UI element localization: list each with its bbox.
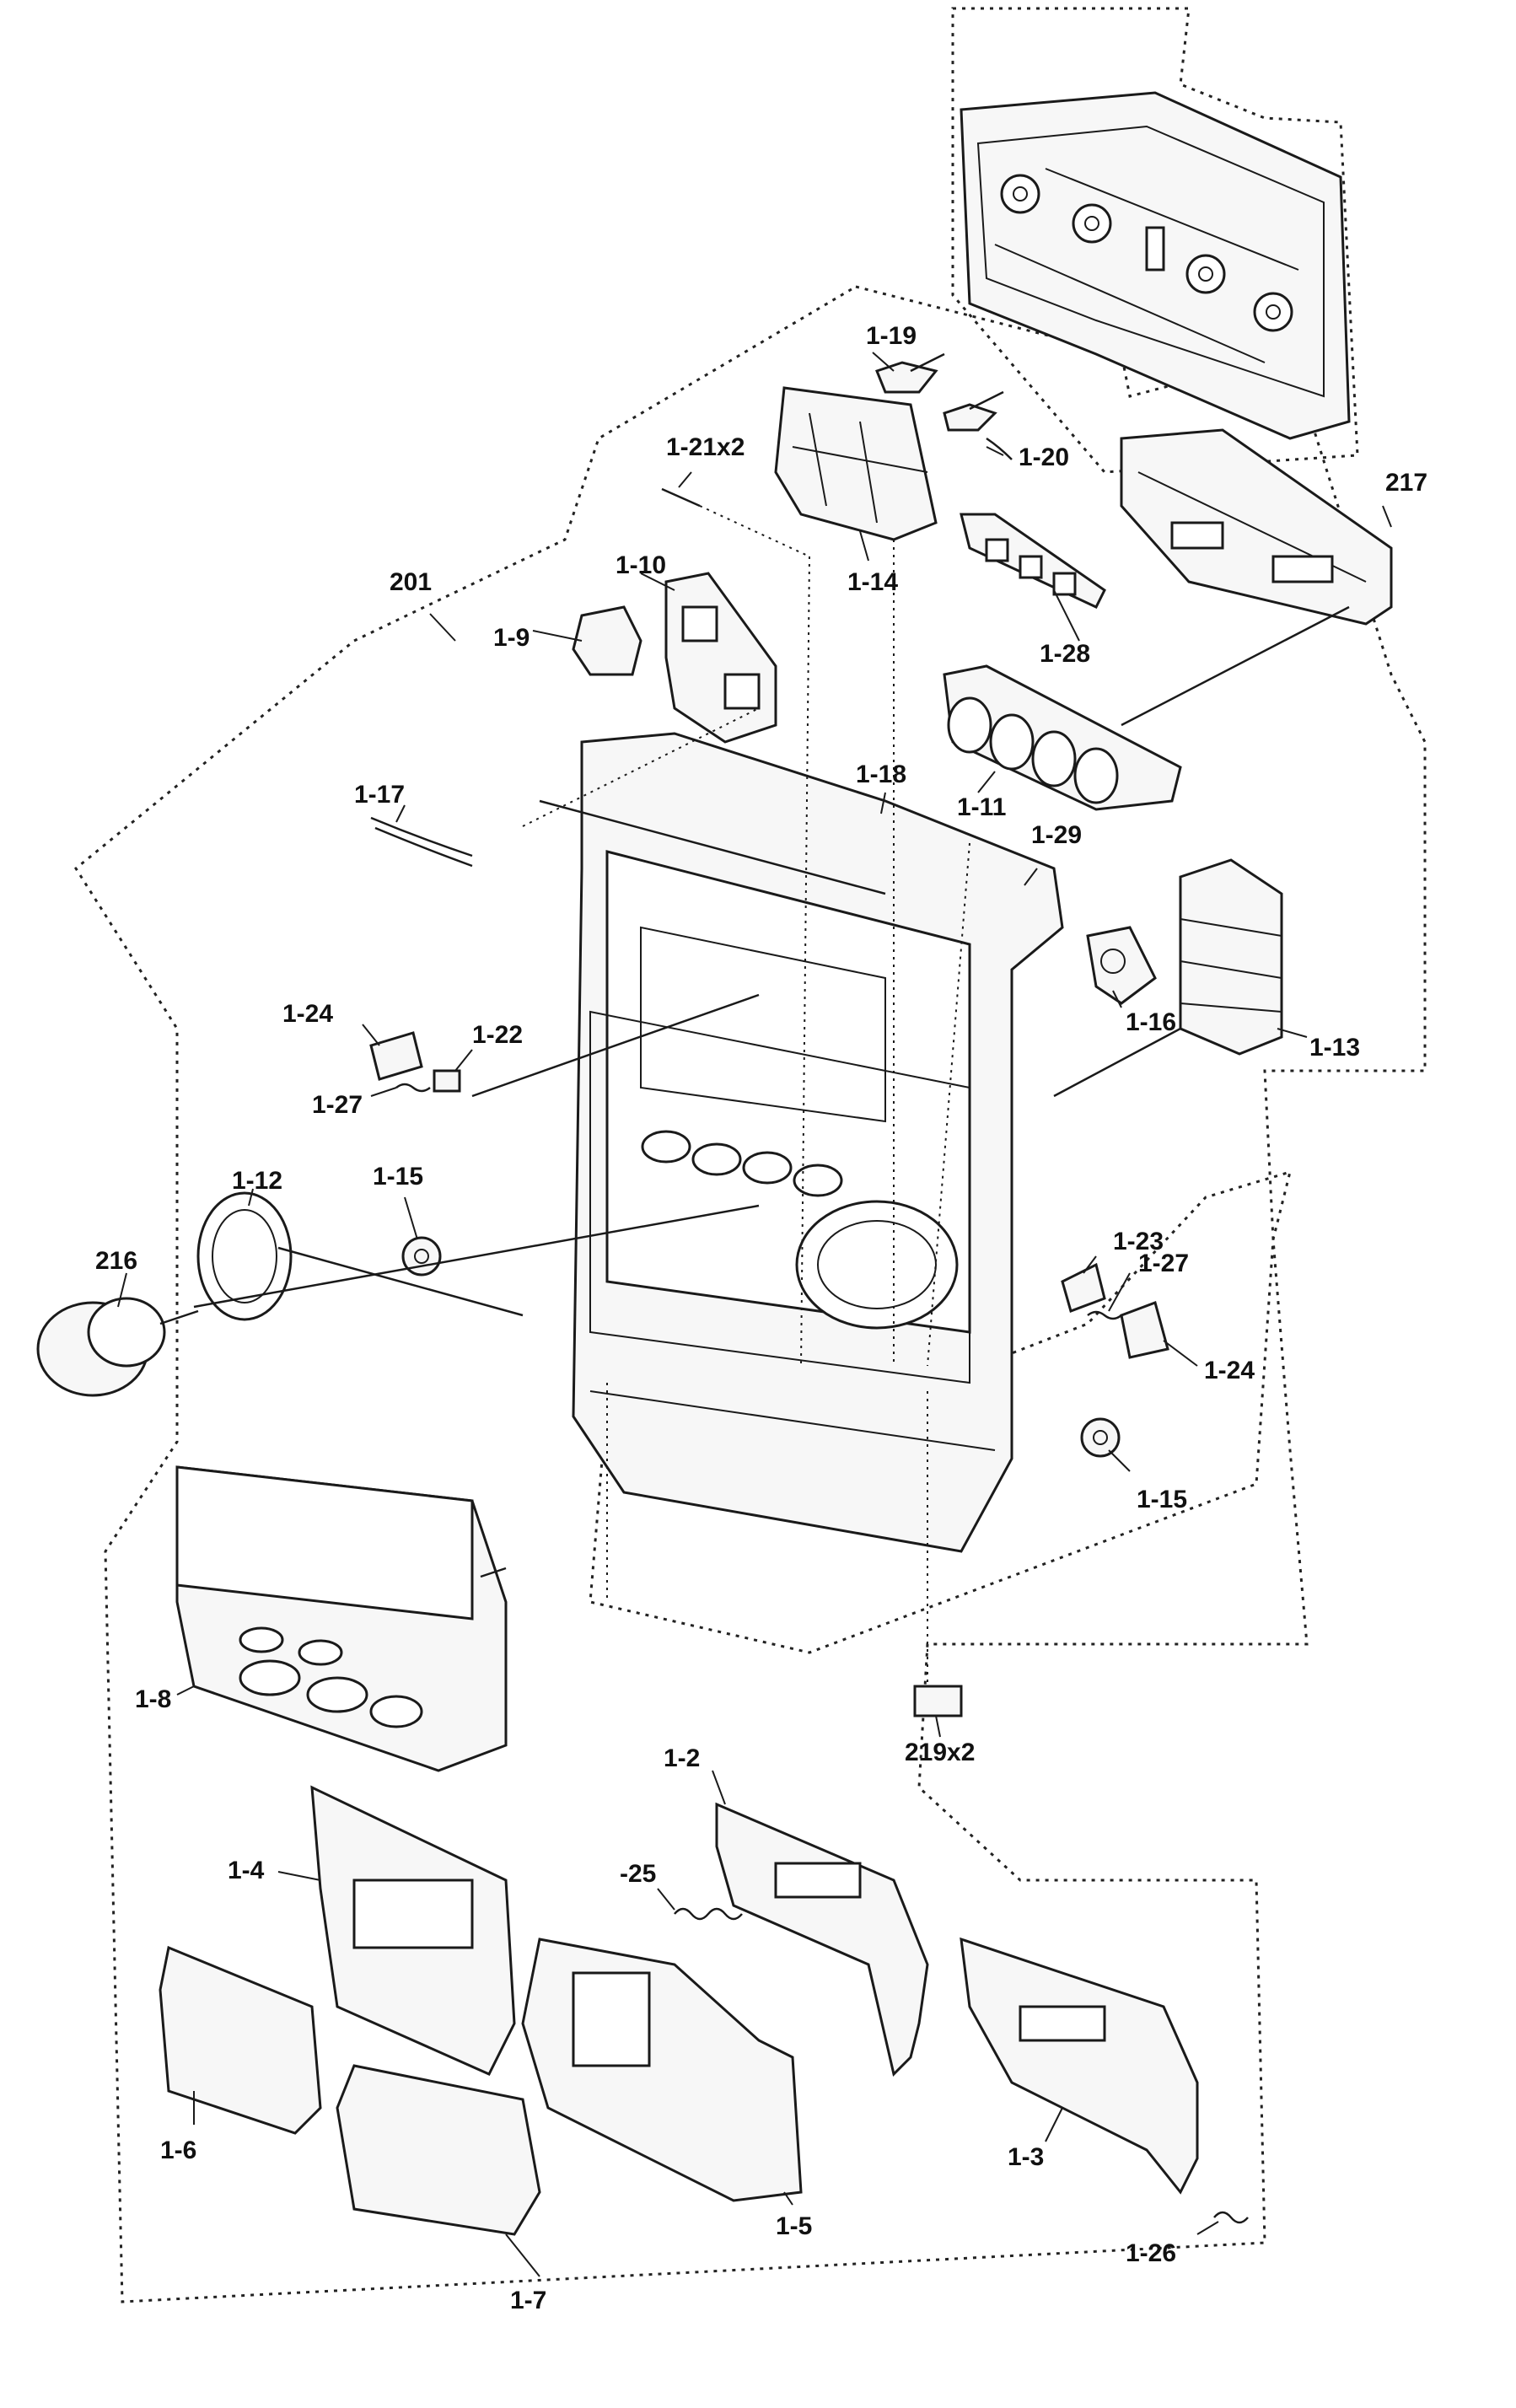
part-1-7 xyxy=(336,2064,541,2236)
label-1-29: 1-29 xyxy=(1031,821,1082,849)
part-1-22 xyxy=(433,1069,461,1093)
label-1-13: 1-13 xyxy=(1309,1034,1360,1062)
label-1-26: 1-26 xyxy=(1126,2239,1176,2267)
label-1-24-left: 1-24 xyxy=(282,1000,333,1028)
cassette-mechanism xyxy=(960,91,1351,440)
label-1-19: 1-19 xyxy=(866,322,917,350)
part-1-15-right xyxy=(1080,1417,1121,1458)
part-1-27-left xyxy=(395,1083,431,1093)
label-1-3: 1-3 xyxy=(1008,2143,1044,2171)
part-1-21 xyxy=(661,487,701,508)
label-1-22: 1-22 xyxy=(472,1021,523,1049)
label-1-27-left: 1-27 xyxy=(312,1091,363,1119)
label-1-28: 1-28 xyxy=(1040,640,1090,668)
part-217 xyxy=(1120,428,1393,626)
label-1-17: 1-17 xyxy=(354,781,405,809)
part-1-24-right xyxy=(1120,1301,1169,1359)
part-1-3 xyxy=(960,1937,1199,2195)
label-1-7: 1-7 xyxy=(510,2287,546,2314)
part-216-knob xyxy=(36,1297,199,1397)
label-1-10: 1-10 xyxy=(616,551,666,579)
label-1-21x2: 1-21x2 xyxy=(666,433,745,461)
part-1-26-spring xyxy=(1213,2211,1249,2224)
part-1-14 xyxy=(774,386,938,541)
part-1-28 xyxy=(960,513,1106,609)
assembly-201-boundary xyxy=(74,285,1427,2303)
label-1-4: 1-4 xyxy=(228,1857,265,1884)
label-1-18: 1-18 xyxy=(856,761,906,788)
label-217: 217 xyxy=(1385,469,1427,497)
part-1-23 xyxy=(1061,1262,1106,1313)
part-1-27-right xyxy=(1087,1310,1122,1320)
label-1-9: 1-9 xyxy=(493,624,530,652)
label-1-14: 1-14 xyxy=(847,568,898,596)
part-1-9 xyxy=(572,605,642,676)
label-1-24-right: 1-24 xyxy=(1204,1357,1255,1384)
part-1-19 xyxy=(875,352,945,394)
cabinet-subassembly-boundary xyxy=(589,1169,1293,1654)
label-1-8: 1-8 xyxy=(135,1685,171,1713)
label-219x2: 219x2 xyxy=(905,1739,975,1766)
label-1-2: 1-2 xyxy=(664,1744,700,1772)
part-1-4 xyxy=(310,1785,516,2076)
label-1-27-right: 1-27 xyxy=(1138,1250,1189,1277)
part-1-13 xyxy=(1179,858,1283,1056)
label-1-16: 1-16 xyxy=(1126,1008,1176,1036)
label-1-12: 1-12 xyxy=(232,1167,282,1195)
label-1-11: 1-11 xyxy=(957,793,1006,821)
part-219-foot xyxy=(913,1685,963,1717)
label-216: 216 xyxy=(95,1247,137,1275)
front-cabinet xyxy=(572,732,1064,1553)
label-201: 201 xyxy=(390,568,432,596)
part-1-5 xyxy=(521,1938,803,2202)
part-1-24-left xyxy=(369,1031,423,1081)
part-1-6 xyxy=(159,1945,322,2135)
part-1-10 xyxy=(664,572,777,744)
label-1-15-right: 1-15 xyxy=(1137,1486,1187,1513)
part-1-2 xyxy=(715,1802,929,2077)
part-1-20 xyxy=(943,390,1013,460)
label-1-6: 1-6 xyxy=(160,2137,196,2164)
label-1-5: 1-5 xyxy=(776,2212,812,2240)
leader-lines xyxy=(117,352,1392,2277)
part-1-8 xyxy=(175,1465,508,1772)
part-1-17 xyxy=(370,816,473,868)
label-1-15-left: 1-15 xyxy=(373,1163,423,1191)
part-1-15-left xyxy=(401,1236,442,1277)
part-1-16 xyxy=(1086,926,1157,1005)
label-1-23: 1-23 xyxy=(1113,1228,1164,1255)
label-1-20: 1-20 xyxy=(1019,443,1069,471)
part-1-25-spring xyxy=(674,1907,743,1921)
part-1-12 xyxy=(196,1191,293,1321)
cassette-mechanism-boundary xyxy=(951,7,1359,474)
part-1-11 xyxy=(943,664,1182,811)
label-1-25: -25 xyxy=(620,1860,656,1888)
